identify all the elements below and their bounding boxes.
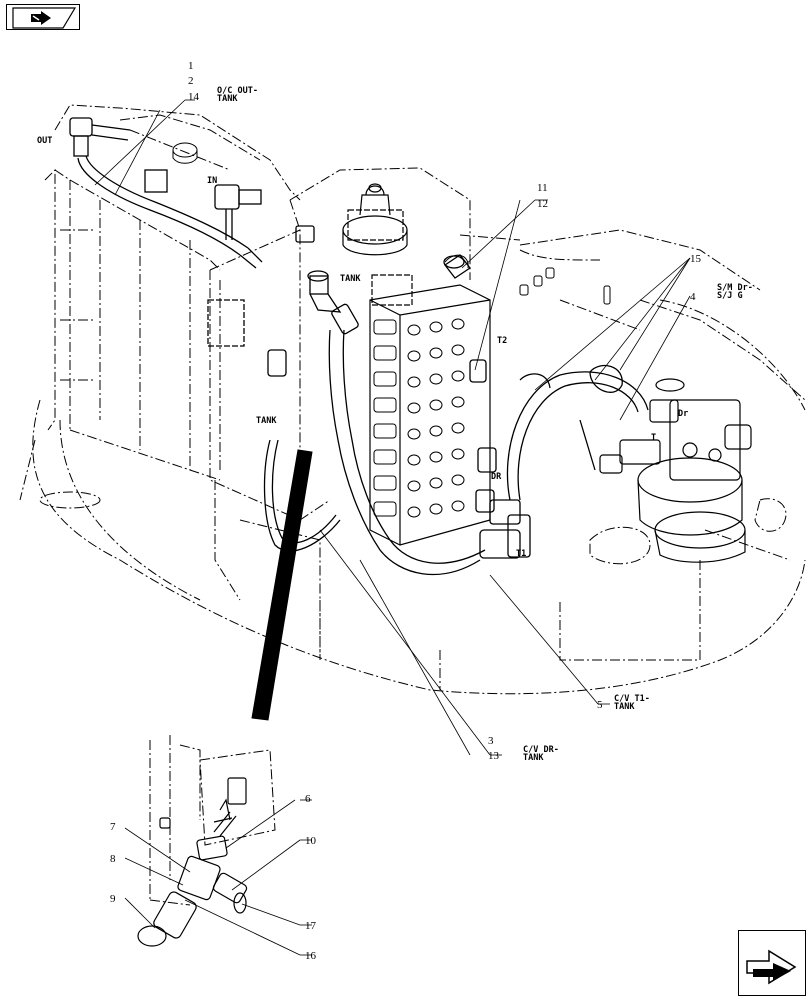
next-arrow-icon bbox=[746, 949, 797, 985]
valve-port bbox=[451, 370, 465, 382]
label-dr-motor: Dr bbox=[678, 409, 688, 419]
valve-port bbox=[407, 428, 421, 440]
hose-oc-out-tank bbox=[77, 155, 263, 269]
valve-port bbox=[429, 321, 443, 333]
valve-spools bbox=[373, 318, 465, 518]
valve-port bbox=[429, 399, 443, 411]
valve-port bbox=[451, 396, 465, 408]
back-nav-button[interactable] bbox=[6, 4, 80, 30]
valve-port bbox=[451, 344, 465, 356]
valve-port bbox=[451, 422, 465, 434]
valve-spool-cap bbox=[373, 371, 397, 387]
valve-fittings bbox=[443, 254, 531, 559]
callout-15: 15 bbox=[690, 253, 702, 265]
valve-spool-cap bbox=[373, 475, 397, 491]
callout-16: 16 bbox=[305, 950, 317, 962]
label-in: IN bbox=[207, 176, 217, 186]
valve-port bbox=[451, 448, 465, 460]
valve-port bbox=[451, 500, 465, 512]
label-out: OUT bbox=[37, 136, 52, 146]
valve-port bbox=[407, 402, 421, 414]
label-tank-left: TANK bbox=[256, 416, 277, 426]
detail-view bbox=[149, 735, 276, 906]
next-nav-button[interactable] bbox=[738, 930, 806, 996]
callout-1: 1 bbox=[188, 60, 194, 72]
callout-4: 4 bbox=[690, 291, 696, 303]
label-oc-out-tank-2: TANK bbox=[217, 94, 238, 104]
valve-spool-cap bbox=[373, 319, 397, 335]
valve-port bbox=[407, 350, 421, 362]
label-oc-out-tank-1: O/C OUT- bbox=[217, 86, 258, 96]
callout-13: 13 bbox=[488, 750, 500, 762]
hose-swing-drain bbox=[506, 364, 649, 501]
label-t-motor: T bbox=[651, 433, 656, 443]
valve-spool-cap bbox=[373, 449, 397, 465]
filter-cap bbox=[342, 183, 408, 256]
valve-port bbox=[407, 454, 421, 466]
valve-port bbox=[451, 474, 465, 486]
valve-spool-cap bbox=[373, 345, 397, 361]
valve-port bbox=[407, 480, 421, 492]
label-cv-dr-1: C/V DR- bbox=[523, 745, 559, 755]
oil-cooler-fittings bbox=[69, 117, 315, 377]
swing-motor bbox=[599, 378, 752, 563]
detail-arrow bbox=[251, 449, 313, 721]
label-cv-t1-1: C/V T1- bbox=[614, 694, 650, 704]
valve-port bbox=[429, 425, 443, 437]
callout-3: 3 bbox=[488, 735, 494, 747]
tank-elbow-fitting bbox=[307, 270, 359, 335]
valve-port bbox=[429, 503, 443, 515]
callout-5: 5 bbox=[597, 699, 603, 711]
callout-14: 14 bbox=[188, 91, 200, 103]
callout-12: 12 bbox=[537, 198, 548, 210]
valve-port bbox=[407, 324, 421, 336]
valve-port bbox=[429, 451, 443, 463]
callout-2: 2 bbox=[188, 75, 194, 87]
label-t1: T1 bbox=[516, 549, 526, 559]
callout-8: 8 bbox=[110, 853, 116, 865]
callout-numbers: 1 2 14 11 12 15 4 5 3 13 6 7 8 9 10 17 1… bbox=[110, 60, 702, 962]
label-dr: DR bbox=[491, 472, 502, 482]
valve-spool-cap bbox=[373, 423, 397, 439]
callout-7: 7 bbox=[110, 821, 116, 833]
valve-spool-cap bbox=[373, 501, 397, 517]
leader-lines bbox=[94, 99, 691, 956]
valve-port bbox=[451, 318, 465, 330]
breather-cap bbox=[172, 142, 198, 164]
valve-port bbox=[429, 373, 443, 385]
label-cv-dr-2: TANK bbox=[523, 753, 544, 763]
label-t2: T2 bbox=[497, 336, 507, 346]
valve-port bbox=[407, 376, 421, 388]
loose-nuts bbox=[444, 254, 611, 305]
text-labels: O/C OUT- TANK OUT IN TANK TANK T2 DR T1 … bbox=[37, 86, 753, 763]
reservoir-body bbox=[209, 167, 471, 660]
label-tank-top: TANK bbox=[340, 274, 361, 284]
callout-6: 6 bbox=[305, 793, 311, 805]
valve-port bbox=[429, 347, 443, 359]
valve-port bbox=[429, 477, 443, 489]
hose-tank-return bbox=[328, 329, 486, 576]
detail-fittings bbox=[137, 777, 248, 947]
valve-port bbox=[407, 506, 421, 518]
label-cv-t1-2: TANK bbox=[614, 702, 635, 712]
label-sm-dr-2: S/J G bbox=[717, 291, 743, 301]
control-valve bbox=[369, 274, 491, 546]
hose-left-tank bbox=[263, 439, 341, 552]
callout-10: 10 bbox=[305, 835, 317, 847]
label-sm-dr-1: S/M Dr- bbox=[717, 283, 753, 293]
valve-spool-cap bbox=[373, 397, 397, 413]
callout-17: 17 bbox=[305, 920, 317, 932]
back-arrow-icon bbox=[12, 7, 77, 29]
base-frame bbox=[19, 229, 806, 695]
callout-9: 9 bbox=[110, 893, 116, 905]
callout-11: 11 bbox=[537, 182, 548, 194]
